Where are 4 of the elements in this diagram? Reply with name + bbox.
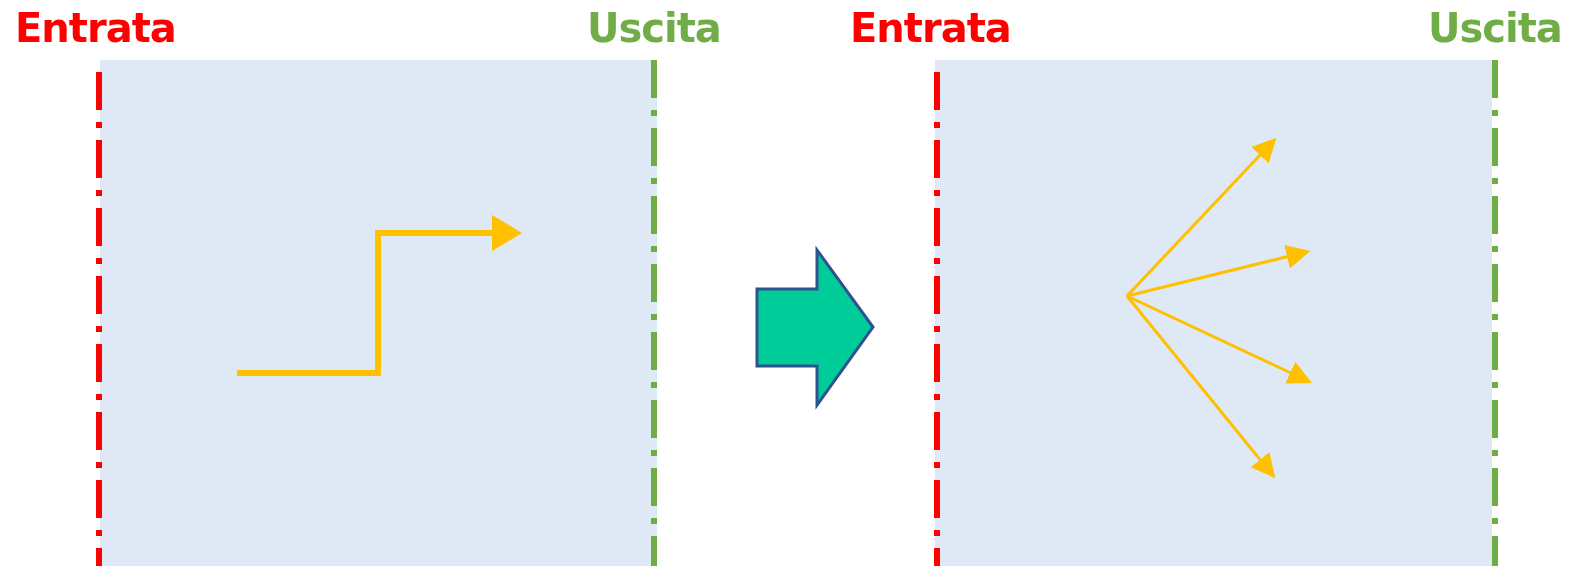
section-label: Uscita: [587, 4, 721, 52]
section-label: Uscita: [1428, 4, 1562, 52]
section-label: Entrata: [850, 4, 1011, 52]
section-label: Entrata: [15, 4, 176, 52]
